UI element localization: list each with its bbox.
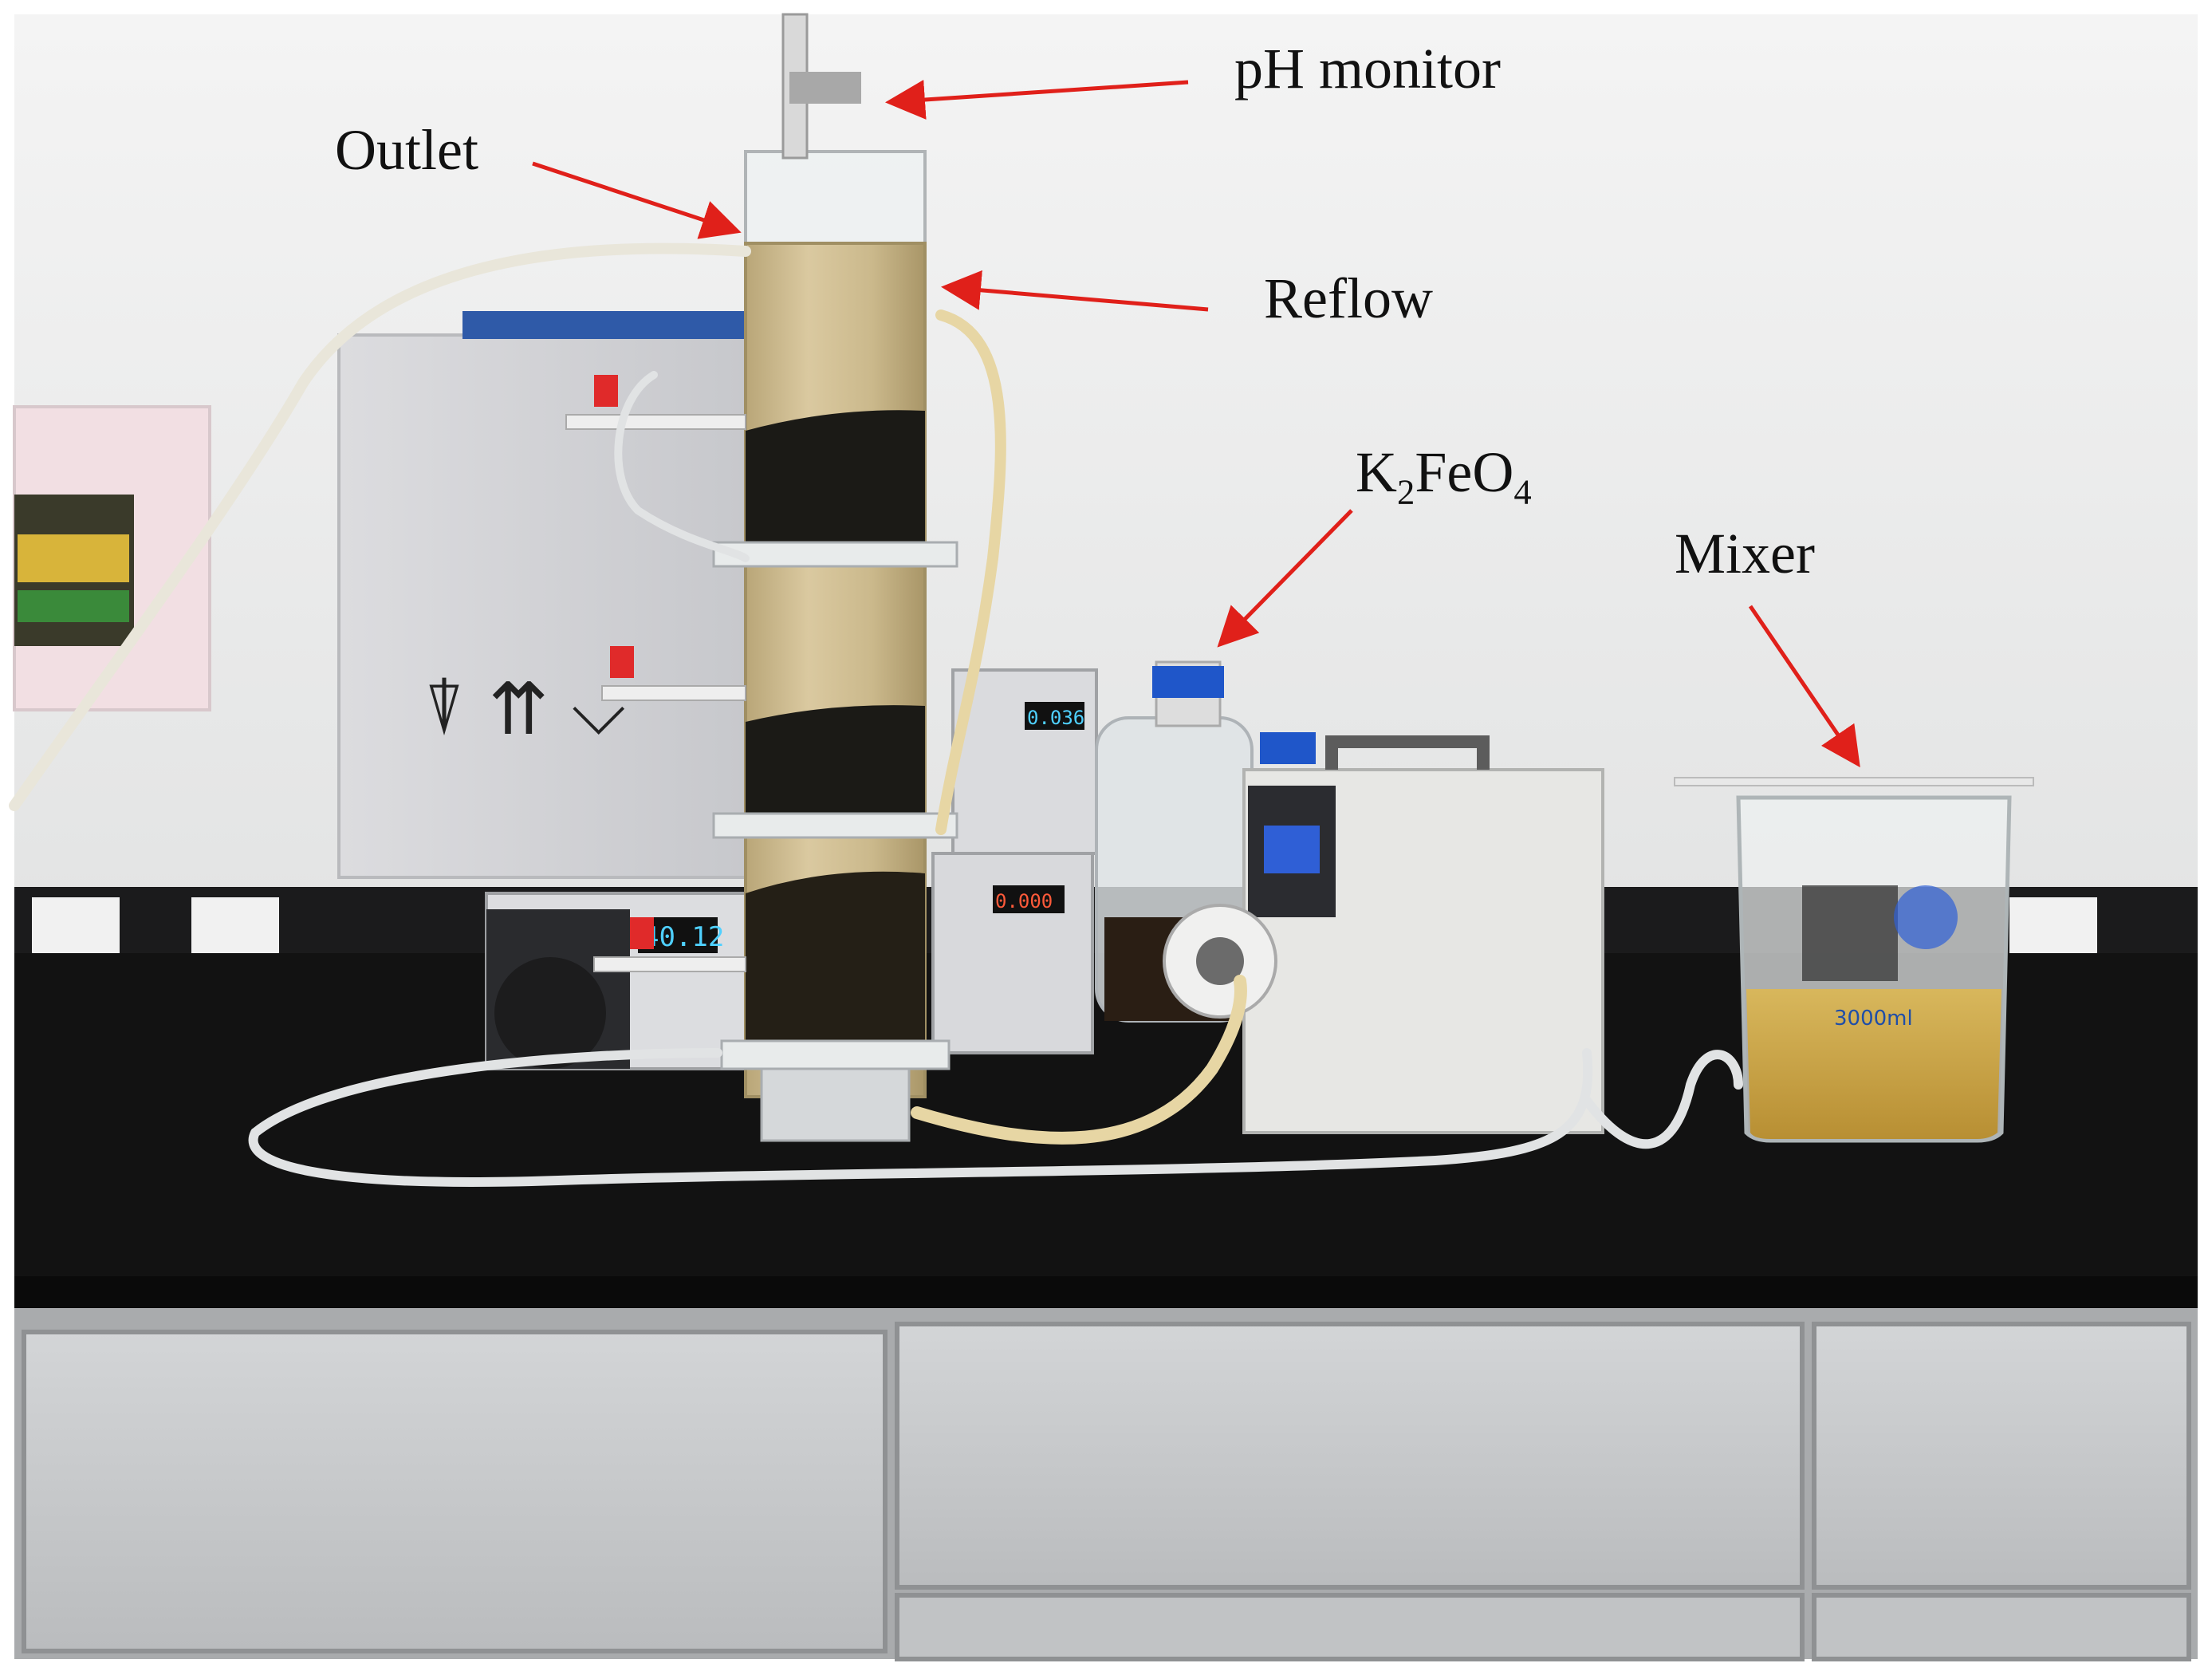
- pump-left-display: 40.12: [643, 921, 724, 953]
- wall-electrical-panel: [13, 405, 211, 711]
- arrow-mixer: [1748, 605, 1860, 768]
- arrow-outlet: [532, 161, 742, 239]
- peristaltic-pump-middle: 0.036 0.000: [931, 668, 1098, 1054]
- ph-monitor-label: pH monitor: [1234, 37, 1501, 100]
- k2feo4-k: K: [1356, 440, 1397, 504]
- pump-lower-display: 0.000: [995, 890, 1053, 912]
- lab-cabinets: [14, 1308, 2198, 1661]
- reflow-label: Reflow: [1264, 266, 1433, 330]
- annotation-arrows: [532, 80, 1860, 768]
- mixer-label: Mixer: [1675, 522, 1815, 585]
- arrow-reflow: [941, 270, 1209, 312]
- white-storage-box: ⍒ ⇈ ⌵: [337, 311, 750, 879]
- beaker-volume-mark: 3000ml: [1834, 1007, 1913, 1031]
- k2feo4-sub-4: 4: [1513, 471, 1532, 512]
- k2feo4-feo: FeO: [1415, 440, 1514, 504]
- arrow-ph-monitor: [885, 80, 1189, 120]
- peristaltic-pump-right: [1163, 735, 1604, 1134]
- k2feo4-label: K2FeO4: [1356, 443, 1532, 510]
- reagent-bottle: [1095, 660, 1316, 1023]
- svg-text:⍒ ⇈ ⌵: ⍒ ⇈ ⌵: [423, 668, 626, 751]
- column-reactor: [565, 13, 958, 1142]
- tubing: [9, 242, 1743, 1187]
- mixer-beaker: 3000ml: [1674, 777, 2034, 1143]
- peristaltic-pump-left: 40.12: [485, 892, 751, 1070]
- pump-middle-display: 0.036: [1027, 707, 1084, 729]
- arrow-k2feo4: [1217, 509, 1353, 648]
- outlet-label: Outlet: [335, 118, 478, 182]
- k2feo4-sub-2: 2: [1397, 471, 1415, 512]
